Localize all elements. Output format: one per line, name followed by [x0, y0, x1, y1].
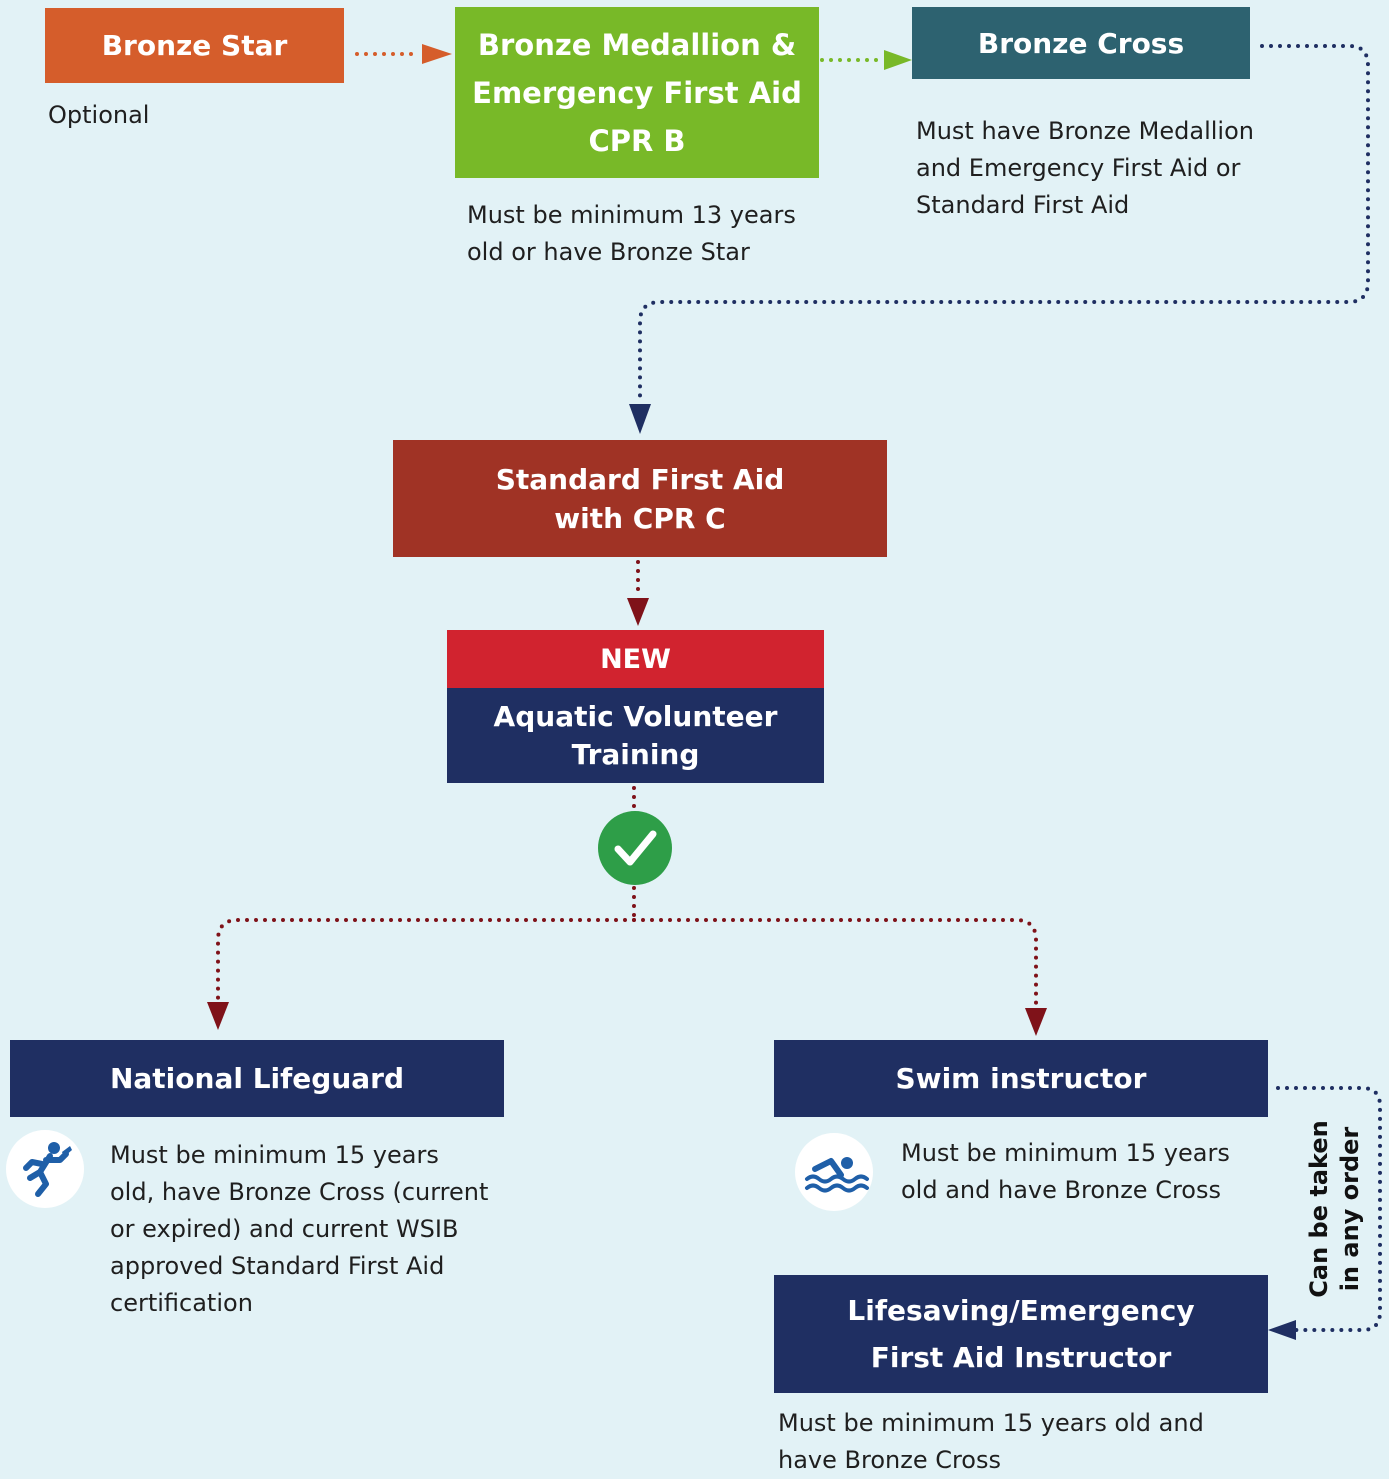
lifesaving-instructor-label: Lifesaving/Emergency First Aid Instructo… — [847, 1294, 1195, 1374]
bronze-star-label: Bronze Star — [101, 29, 288, 62]
bronze-cross-note: Must have Bronze Medallion and Emergency… — [916, 117, 1254, 219]
standard-first-aid-label: Standard First Aid with CPR C — [495, 462, 785, 535]
national-lifeguard-note: Must be minimum 15 years old, have Bronz… — [110, 1141, 489, 1317]
swim-instructor-box: Swim instructor — [774, 1040, 1268, 1117]
bronze-cross-box: Bronze Cross — [912, 7, 1250, 79]
bronze-medallion-label: Bronze Medallion & Emergency First Aid C… — [472, 27, 802, 158]
bronze-star-note: Optional — [48, 101, 150, 129]
arrow-check-to-branches — [207, 886, 1047, 1036]
swim-instructor-label: Swim instructor — [895, 1062, 1147, 1095]
new-badge: NEW — [447, 630, 824, 688]
bronze-cross-label: Bronze Cross — [977, 26, 1185, 60]
any-order-note: Can be taken in any order — [1300, 1116, 1370, 1302]
arrow-medallion-to-cross — [820, 50, 912, 70]
national-lifeguard-label: National Lifeguard — [109, 1062, 405, 1095]
bronze-medallion-note: Must be minimum 13 years old or have Bro… — [467, 201, 796, 266]
swimmer-icon — [795, 1133, 873, 1211]
lifesaving-instructor-note: Must be minimum 15 years old and have Br… — [778, 1409, 1204, 1474]
aquatic-volunteer-box: Aquatic Volunteer Training — [447, 688, 824, 783]
arrow-swim-to-lifesaving-instructor — [1268, 1086, 1382, 1340]
arrow-standard-to-volunteer — [627, 560, 649, 626]
checkmark-icon — [598, 811, 672, 885]
arrow-cross-to-standard-first-aid — [629, 44, 1370, 434]
lifesaving-instructor-box: Lifesaving/Emergency First Aid Instructo… — [774, 1275, 1268, 1393]
standard-first-aid-box: Standard First Aid with CPR C — [393, 440, 887, 557]
any-order-label: Can be taken in any order — [1305, 1120, 1364, 1298]
swim-instructor-note: Must be minimum 15 years old and have Br… — [901, 1139, 1230, 1204]
national-lifeguard-box: National Lifeguard — [10, 1040, 504, 1117]
new-badge-label: NEW — [600, 643, 671, 675]
aquatic-volunteer-label: Aquatic Volunteer Training — [493, 699, 778, 771]
arrow-bronze-star-to-medallion — [355, 44, 452, 64]
lifeguard-running-icon — [6, 1130, 84, 1208]
bronze-medallion-box: Bronze Medallion & Emergency First Aid C… — [455, 7, 819, 178]
bronze-star-box: Bronze Star — [45, 8, 344, 83]
